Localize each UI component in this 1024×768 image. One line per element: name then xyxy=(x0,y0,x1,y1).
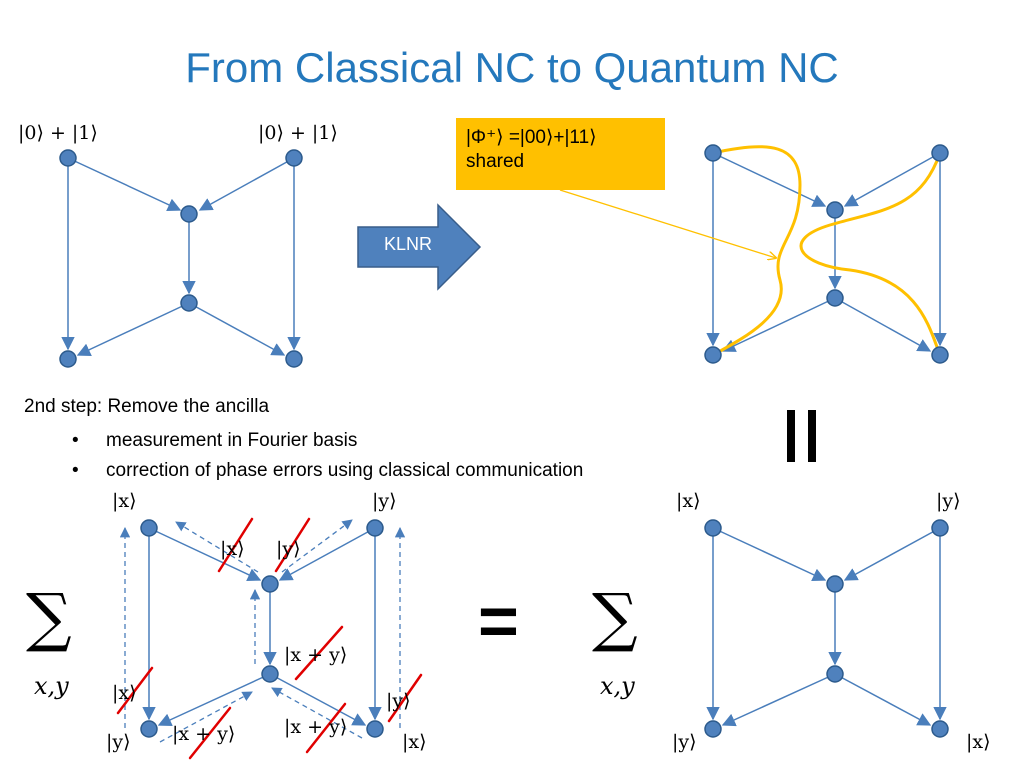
edge xyxy=(188,302,286,356)
vertical-equals-bar xyxy=(787,410,795,462)
node xyxy=(826,665,844,683)
klnr-arrow-shape xyxy=(357,203,482,291)
equals-sign: = xyxy=(478,582,519,660)
bl-crossed-center-sum-label: |x + y⟩ xyxy=(284,644,348,666)
cross-out-stroke xyxy=(294,625,344,681)
node xyxy=(931,720,949,738)
node xyxy=(826,201,844,219)
bl-bottom-right-label: |x⟩ xyxy=(402,731,427,753)
shared-pointer-line xyxy=(559,189,776,258)
node xyxy=(180,205,198,223)
vertical-equals-bar xyxy=(808,410,816,462)
node xyxy=(931,346,949,364)
edge xyxy=(76,302,190,356)
edge xyxy=(278,527,376,581)
bl-top-right-label: |y⟩ xyxy=(372,490,397,512)
step-heading: 2nd step: Remove the ancilla xyxy=(24,396,270,417)
node xyxy=(931,144,949,162)
butterfly-bottom-left xyxy=(119,519,406,743)
edge xyxy=(843,152,941,207)
dashed-edge xyxy=(271,687,363,739)
bl-crossed-bottom-right-sum-label: |x + y⟩ xyxy=(284,716,348,738)
entanglement-curve xyxy=(799,152,942,356)
edge xyxy=(712,152,827,207)
edge xyxy=(148,527,262,581)
node xyxy=(285,149,303,167)
cross-out-stroke xyxy=(387,673,423,723)
node xyxy=(704,720,722,738)
dashed-edge xyxy=(281,519,353,573)
sum-subscript-right: x,y xyxy=(600,672,635,700)
shared-state-formula: |Φ⁺⟩ =|00⟩+|11⟩ xyxy=(466,127,597,148)
node xyxy=(180,294,198,312)
cross-outs xyxy=(116,517,423,760)
shared-state-note: shared xyxy=(466,150,525,172)
shared-state-box: |Φ⁺⟩ =|00⟩+|11⟩ shared xyxy=(456,118,665,190)
sum-symbol-left: ∑ xyxy=(26,581,72,655)
bl-crossed-right-y-label: |y⟩ xyxy=(386,690,411,712)
edge xyxy=(843,527,941,581)
bl-crossed-x-label: |x⟩ xyxy=(220,538,245,560)
entanglement-curve xyxy=(712,145,802,357)
cross-out-stroke xyxy=(116,666,154,715)
node xyxy=(704,346,722,364)
edge xyxy=(67,157,182,212)
vertical-equals-sign xyxy=(787,410,816,462)
bl-top-left-label: |x⟩ xyxy=(112,490,137,512)
step-bullet-list: measurement in Fourier basis correction … xyxy=(72,426,583,486)
top-left-input-right-label: |0⟩ + |1⟩ xyxy=(258,122,338,144)
node xyxy=(366,720,384,738)
edge xyxy=(269,673,367,726)
cross-out-stroke xyxy=(274,517,311,573)
step-bullet: measurement in Fourier basis xyxy=(72,426,583,456)
sum-subscript-left: x,y xyxy=(34,672,69,700)
node xyxy=(140,720,158,738)
node xyxy=(261,665,279,683)
bl-crossed-y-label: |y⟩ xyxy=(276,538,301,560)
cross-out-stroke xyxy=(305,702,347,754)
edge xyxy=(157,673,271,727)
butterfly-bottom-right xyxy=(704,519,949,738)
br-top-left-label: |x⟩ xyxy=(676,490,701,512)
node xyxy=(59,149,77,167)
node xyxy=(285,350,303,368)
dashed-edge xyxy=(175,521,259,573)
edge xyxy=(712,527,827,582)
node xyxy=(366,519,384,537)
node xyxy=(826,289,844,307)
node xyxy=(826,575,844,593)
butterfly-top-right xyxy=(704,144,949,364)
edge xyxy=(721,297,836,352)
node xyxy=(931,519,949,537)
sum-symbol-right: ∑ xyxy=(592,581,638,655)
bl-crossed-bottom-left-sum-label: |x + y⟩ xyxy=(172,723,236,745)
node xyxy=(704,519,722,537)
top-left-input-left-label: |0⟩ + |1⟩ xyxy=(18,122,98,144)
bl-crossed-left-x-label: |x⟩ xyxy=(112,682,137,704)
edge xyxy=(834,297,932,352)
br-bottom-left-label: |y⟩ xyxy=(672,731,697,753)
edge xyxy=(198,157,295,211)
step-bullet: correction of phase errors using classic… xyxy=(72,456,583,486)
cross-out-stroke xyxy=(217,517,254,573)
edge xyxy=(721,673,836,727)
butterfly-top-left xyxy=(59,149,303,368)
node xyxy=(59,350,77,368)
bl-bottom-left-label: |y⟩ xyxy=(106,731,131,753)
cross-out-stroke xyxy=(188,706,232,760)
br-bottom-right-label: |x⟩ xyxy=(966,731,991,753)
br-top-right-label: |y⟩ xyxy=(936,490,961,512)
node xyxy=(140,519,158,537)
node xyxy=(704,144,722,162)
page-title: From Classical NC to Quantum NC xyxy=(185,44,839,91)
node xyxy=(261,575,279,593)
klnr-arrow-label: KLNR xyxy=(383,234,432,254)
edge xyxy=(834,673,932,726)
